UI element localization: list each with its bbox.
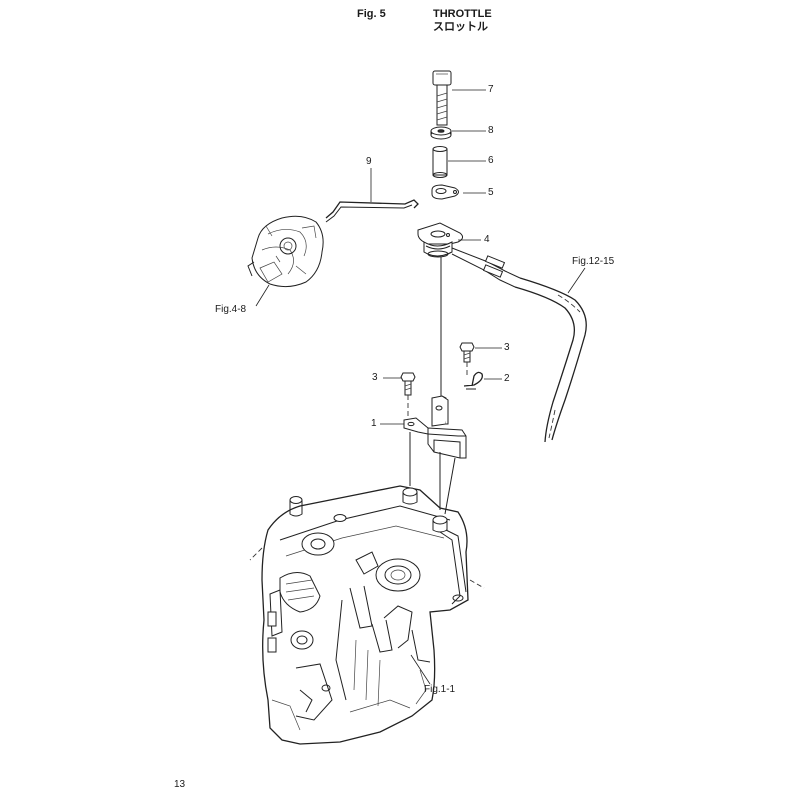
- part-1-bracket: [403, 395, 467, 459]
- callout-2: 2: [504, 373, 510, 384]
- part-9-link-rod: [325, 199, 419, 223]
- callout-4: 4: [484, 234, 490, 245]
- part-5-lever: [431, 184, 459, 200]
- part-8-washer: [430, 126, 452, 140]
- callout-8: 8: [488, 125, 494, 136]
- engine-block-sketch: [249, 485, 485, 745]
- callout-3-left: 3: [372, 372, 378, 383]
- callout-6: 6: [488, 155, 494, 166]
- diagram-subtitle: スロットル: [433, 21, 488, 33]
- part-3-bolt-left: [400, 372, 416, 396]
- callout-1: 1: [371, 418, 377, 429]
- leader-fig-1-1: [410, 654, 431, 685]
- leader-fig-12-15: [567, 267, 586, 294]
- page-number: 13: [174, 779, 186, 790]
- part-4-throttle-drum: [417, 222, 464, 258]
- figure-label: Fig. 5: [357, 8, 386, 20]
- throttle-cables: [451, 247, 587, 443]
- diagram-title: THROTTLE: [433, 8, 492, 20]
- callout-9: 9: [366, 156, 372, 167]
- leader-fig-4-8: [255, 284, 270, 307]
- callout-7: 7: [488, 84, 494, 95]
- callout-3-upper: 3: [504, 342, 510, 353]
- callout-5: 5: [488, 187, 494, 198]
- part-7-bolt: [432, 70, 452, 126]
- reference-fig-12-15: Fig.12-15: [572, 256, 615, 267]
- carburetor-sketch: [247, 215, 324, 288]
- part-2-cable-clamp: [463, 371, 483, 390]
- part-3-bolt-upper: [459, 342, 475, 363]
- reference-fig-1-1: Fig.1-1: [424, 684, 456, 695]
- reference-fig-4-8: Fig.4-8: [215, 304, 247, 315]
- axis-bracket-front: [444, 457, 456, 515]
- part-6-collar: [432, 146, 448, 178]
